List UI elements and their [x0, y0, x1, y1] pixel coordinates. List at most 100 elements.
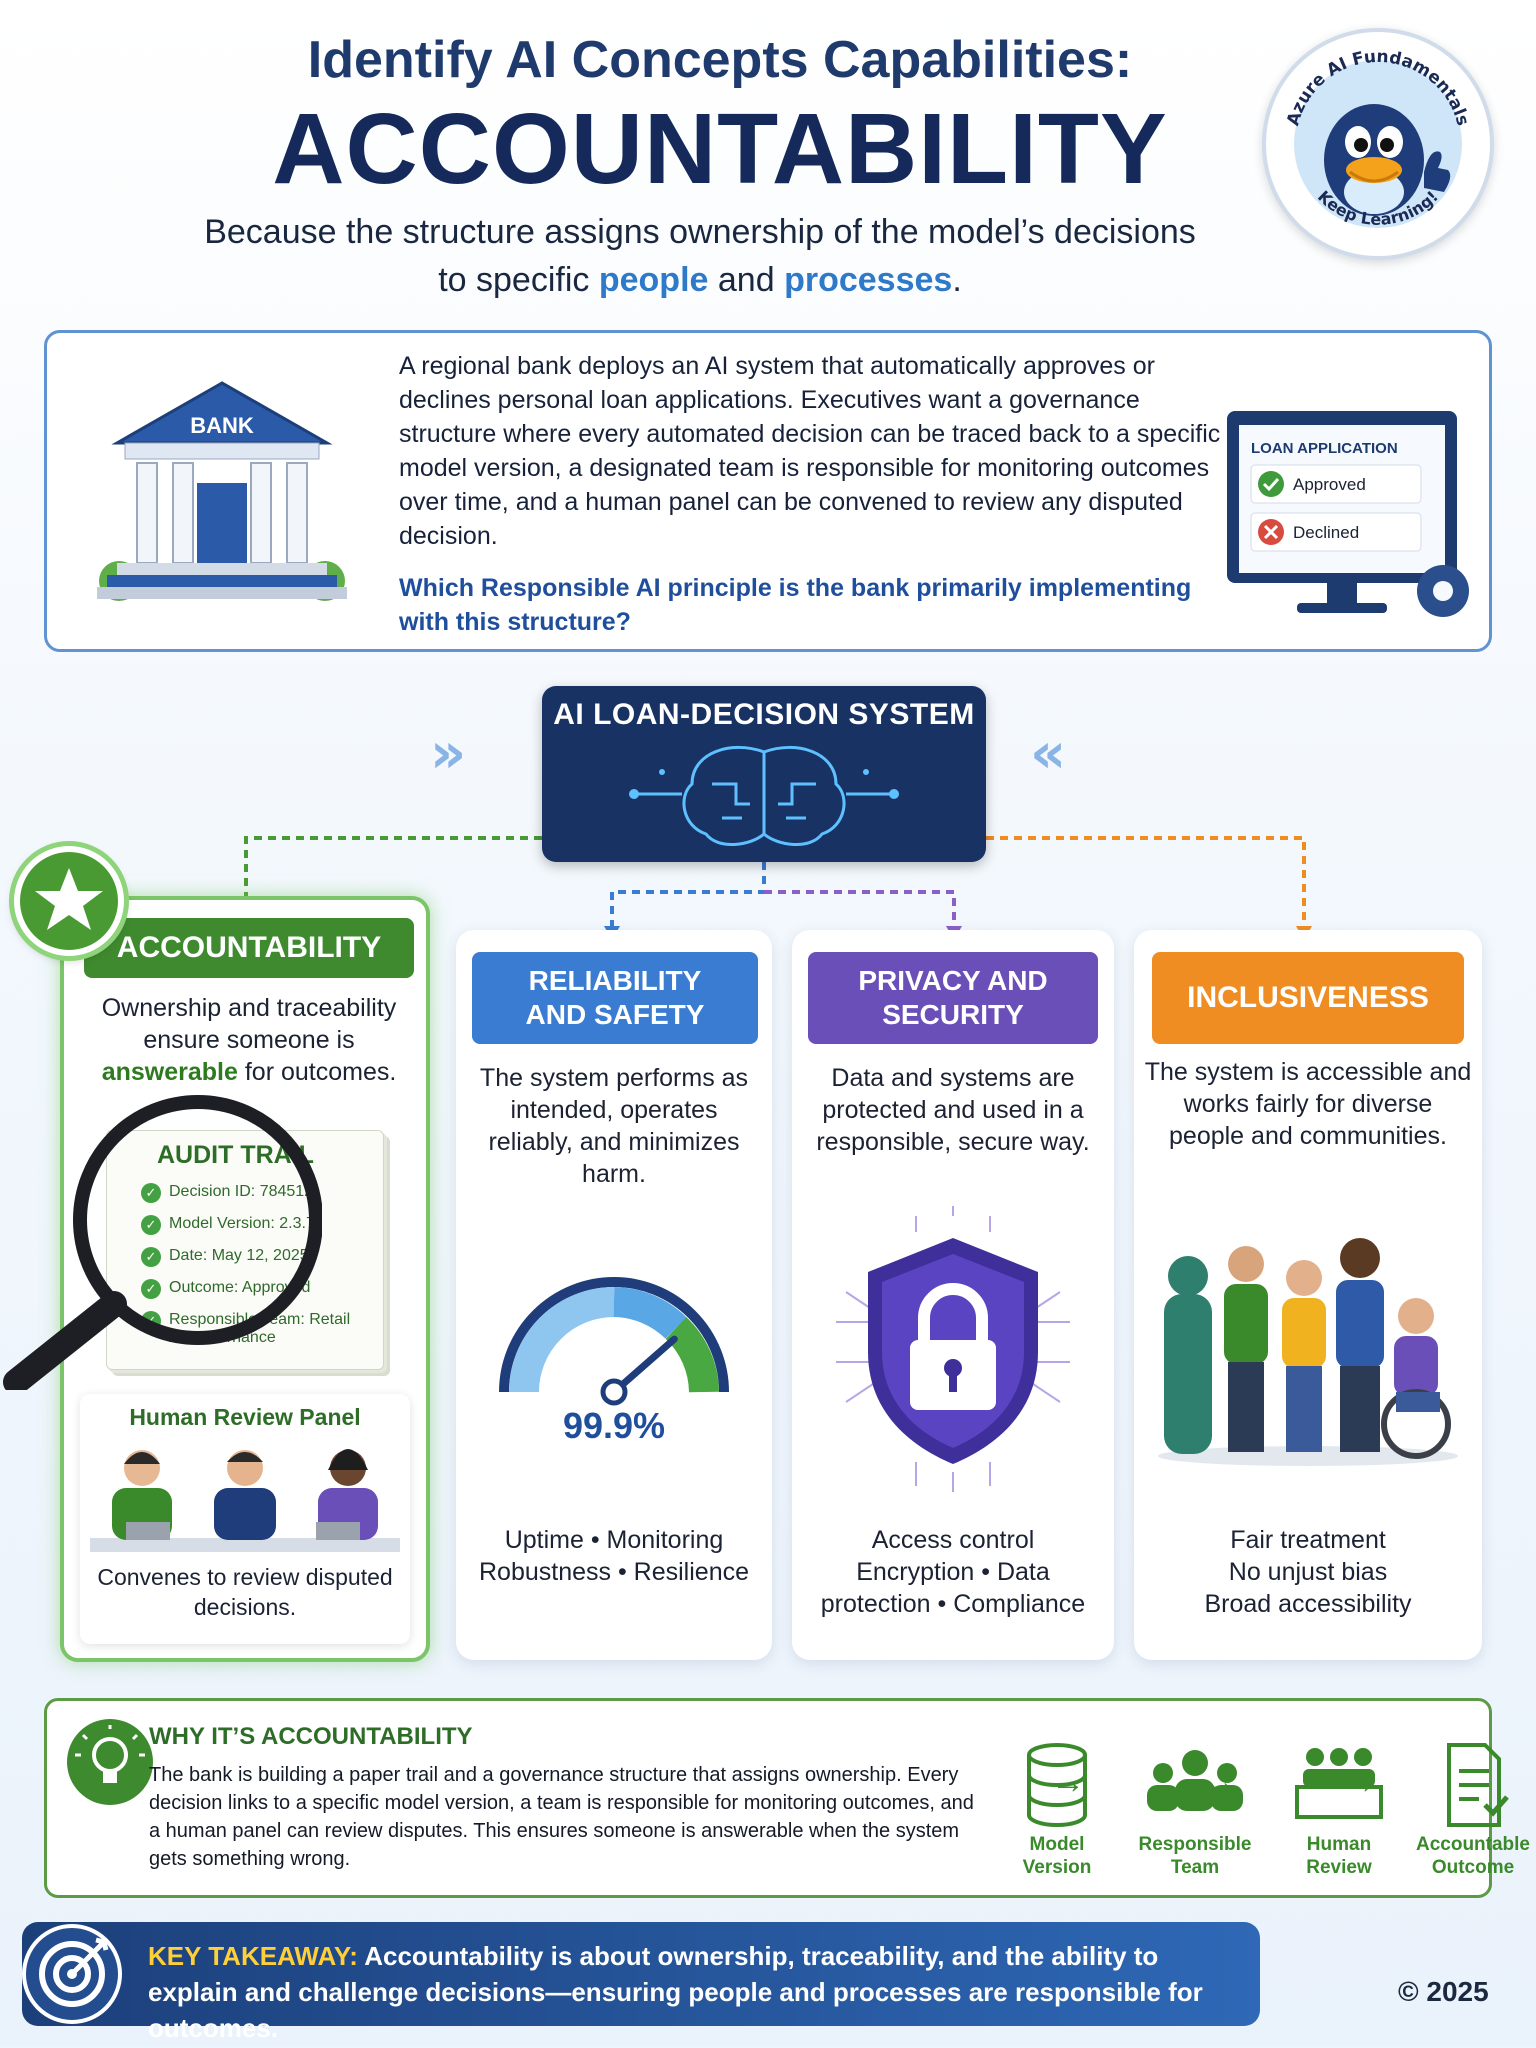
scenario-question: Which Responsible AI principle is the ba…: [399, 574, 1192, 636]
arrow-right-icon: →: [1343, 1763, 1377, 1801]
audit-item: ✓Outcome: Approved: [141, 1279, 310, 1299]
why-section: WHY IT’S ACCOUNTABILITY The bank is buil…: [44, 1698, 1530, 1898]
svg-text:»: »: [430, 721, 466, 786]
monitor-icon: LOAN APPLICATION Approved Declined: [1227, 411, 1469, 617]
star-badge: [14, 846, 124, 956]
reliability-title-a: RELIABILITY: [528, 965, 702, 996]
flow-label-line2: Outcome: [1431, 1857, 1515, 1878]
title-line-1: Identify AI Concepts Capabilities:: [307, 31, 1133, 89]
flow-label-line1: Responsible: [1138, 1834, 1252, 1855]
privacy-title-b: SECURITY: [882, 999, 1024, 1030]
accountability-desc-a: Ownership and traceability ensure someon…: [101, 994, 397, 1054]
check-icon: ✓: [141, 1215, 161, 1235]
mascot-badge: Azure AI Fundamentals Keep Learning!: [1262, 28, 1494, 260]
panel-description: Convenes to review disputed decisions.: [97, 1564, 393, 1620]
flow-human-review: [1269, 1741, 1409, 1836]
ai-system-title: AI LOAN-DECISION SYSTEM: [553, 698, 975, 731]
page-title: ACCOUNTABILITY: [272, 93, 1168, 205]
inclusiveness-footer: Fair treatment No unjust bias Broad acce…: [1144, 1524, 1472, 1620]
team-icon: [1147, 1750, 1243, 1811]
flow-label-line2: Review: [1306, 1857, 1372, 1878]
takeaway-body: Accountability is about ownership, trace…: [148, 1941, 1203, 2043]
subtitle-processes: processes: [784, 261, 953, 299]
flow-model-version: [987, 1741, 1127, 1836]
bank-icon: BANK: [97, 381, 347, 601]
inclusiveness-card: INCLUSIVENESS The system is accessible a…: [1134, 930, 1482, 1660]
accountability-desc-b: for outcomes.: [244, 1058, 397, 1086]
star-icon: [35, 868, 103, 930]
subtitle-end: .: [952, 261, 962, 299]
accountability-description: Ownership and traceability ensure someon…: [74, 992, 424, 1088]
flow-label-line1: Model: [1029, 1834, 1085, 1855]
key-takeaway: KEY TAKEAWAY: Accountability is about ow…: [22, 1922, 1260, 2043]
gauge-value: 99.9%: [563, 1405, 665, 1442]
flow-label-line2: Version: [1022, 1857, 1092, 1878]
audit-item-text: Outcome: Approved: [169, 1279, 311, 1296]
brain-icon: [629, 745, 899, 847]
reliability-title-b: AND SAFETY: [525, 999, 705, 1030]
accountability-card: ACCOUNTABILITY Ownership and traceabilit…: [3, 896, 430, 1662]
arrow-right-icon: →: [1051, 1763, 1085, 1801]
inclusiveness-foot-a: Fair treatment: [1230, 1526, 1386, 1554]
monitor-approved: Approved: [1293, 475, 1366, 494]
database-icon: [1027, 1743, 1087, 1827]
why-text: The bank is building a paper trail and a…: [149, 1764, 974, 1870]
privacy-footer: Access control Encryption • Data protect…: [802, 1524, 1104, 1620]
review-panel-people-icon: [90, 1449, 400, 1552]
human-review-panel: Human Review Panel Convenes to review di…: [80, 1394, 410, 1644]
flow-responsible-team: [1125, 1741, 1265, 1836]
privacy-foot-b: Encryption • Data: [856, 1558, 1050, 1586]
flow-accountable-outcome: [1403, 1741, 1536, 1836]
monitor-declined: Declined: [1293, 523, 1359, 542]
scenario-text: A regional bank deploys an AI system tha…: [399, 352, 1221, 550]
reliability-foot-a: Uptime • Monitoring: [504, 1526, 724, 1554]
monitor-title: LOAN APPLICATION: [1251, 440, 1398, 457]
check-icon: ✓: [141, 1183, 161, 1203]
audit-item: ✓ Decision ID: 784512: [141, 1183, 313, 1203]
gauge-icon: 99.9%: [499, 1277, 729, 1442]
privacy-description: Data and systems are protected and used …: [816, 1064, 1090, 1156]
takeaway-text: KEY TAKEAWAY: Accountability is about ow…: [148, 1938, 1248, 2046]
magnifier-icon: [3, 1095, 322, 1390]
shield-lock-icon: [836, 1206, 1070, 1492]
accountability-title: ACCOUNTABILITY: [84, 918, 414, 978]
why-title: WHY IT’S ACCOUNTABILITY: [149, 1723, 473, 1750]
panel-title: Human Review Panel: [129, 1404, 361, 1430]
svg-text:«: «: [1030, 721, 1066, 786]
check-icon: ✓: [141, 1247, 161, 1267]
review-icon: [1295, 1748, 1383, 1819]
inclusiveness-description: The system is accessible and works fairl…: [1144, 1058, 1472, 1150]
arrow-right-icon: →: [1203, 1763, 1237, 1801]
subtitle-part-a: Because the structure assigns ownership …: [204, 213, 1196, 251]
copyright: © 2025: [1398, 1976, 1489, 2007]
flow-label-line2: Team: [1170, 1857, 1220, 1878]
duck-mascot-icon: Azure AI Fundamentals Keep Learning!: [1283, 47, 1472, 229]
audit-item: ✓Model Version: 2.3.7: [141, 1215, 315, 1235]
subtitle: Because the structure assigns ownership …: [120, 208, 1280, 304]
bank-label: BANK: [190, 413, 254, 438]
privacy-foot-a: Access control: [871, 1526, 1035, 1554]
diverse-people-icon: [1158, 1238, 1458, 1466]
ai-system-box: AI LOAN-DECISION SYSTEM: [542, 686, 986, 862]
subtitle-people: people: [598, 261, 709, 299]
audit-item-text: Date: May 12, 2025: [169, 1247, 309, 1264]
reliability-footer: Uptime • Monitoring Robustness • Resilie…: [466, 1524, 762, 1588]
scenario-box: BANK A regional bank deploys an AI syste…: [44, 330, 1492, 652]
flow-label-line1: Accountable: [1415, 1834, 1531, 1855]
reliability-description: The system performs as intended, operate…: [479, 1064, 749, 1188]
document-icon: [1447, 1743, 1509, 1827]
reliability-foot-b: Robustness • Resilience: [479, 1558, 749, 1586]
target-icon: [22, 1924, 122, 2024]
inclusiveness-title: INCLUSIVENESS: [1152, 952, 1464, 1044]
inclusiveness-foot-c: Broad accessibility: [1204, 1590, 1412, 1618]
inclusiveness-foot-b: No unjust bias: [1228, 1558, 1388, 1586]
lightbulb-icon: [67, 1719, 153, 1805]
flow-label-line1: Human: [1306, 1834, 1372, 1855]
audit-item-text: Decision ID: 784512: [169, 1183, 314, 1200]
